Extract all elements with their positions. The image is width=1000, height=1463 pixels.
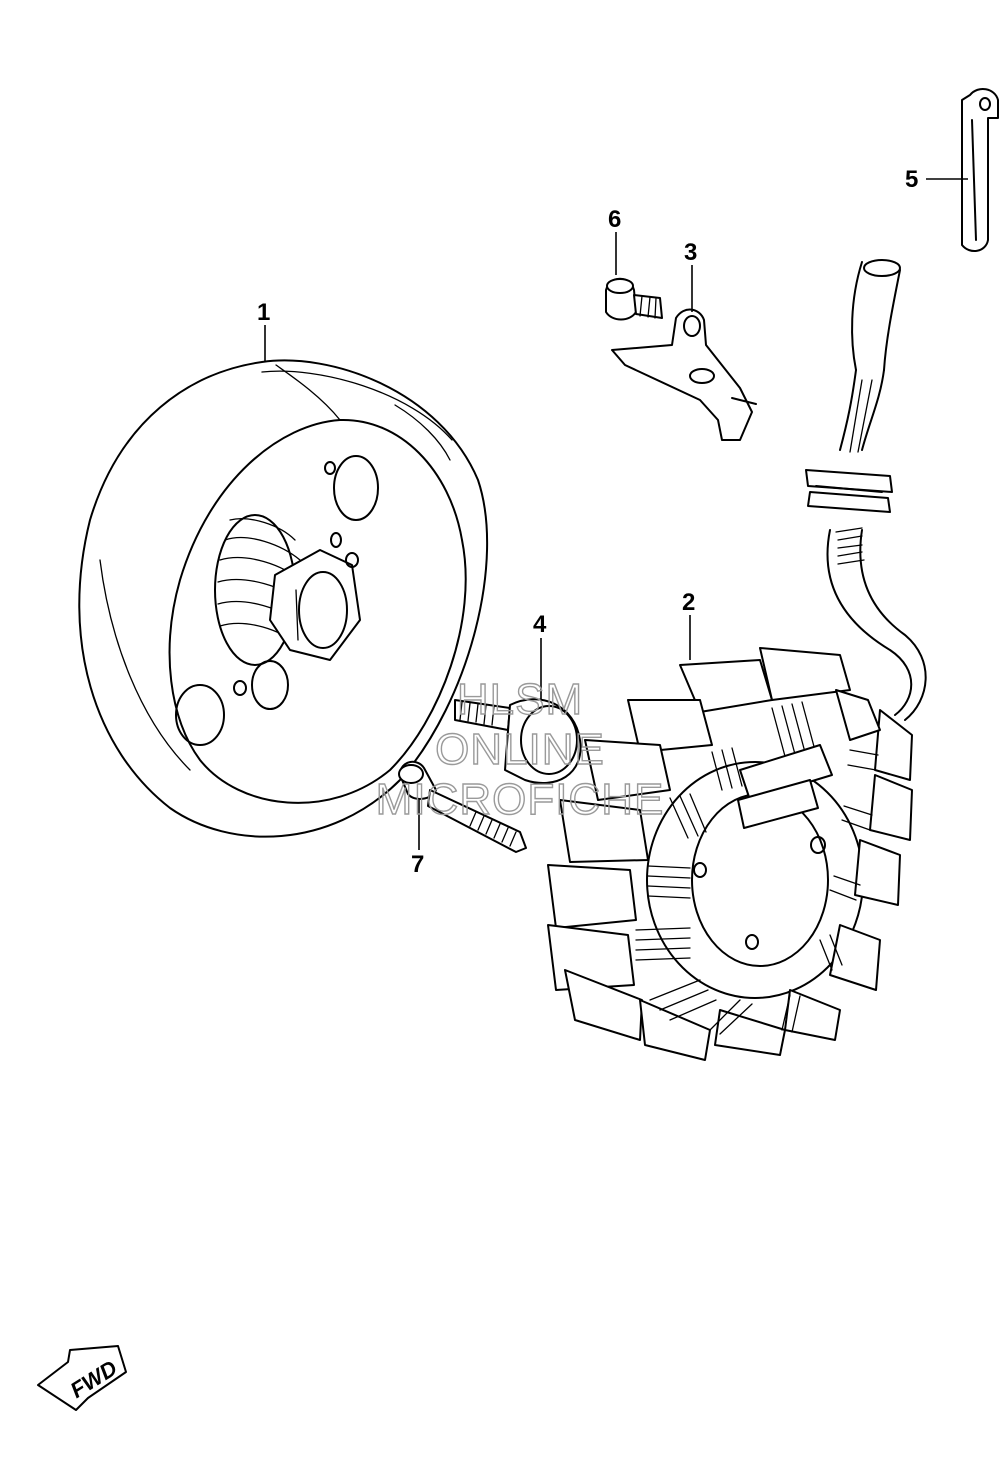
watermark-line-2: ONLINE [435, 725, 605, 774]
callout-5: 5 [905, 166, 918, 193]
watermark-line-3: MICROFICHE [376, 775, 665, 824]
fwd-arrow-icon: FWD [37, 1345, 127, 1411]
watermark-line-1: HLSM [457, 675, 583, 724]
stator-windings [635, 701, 879, 1035]
part-1-flywheel[interactable] [78, 359, 489, 838]
part-4-stud[interactable] [454, 698, 582, 785]
callout-1: 1 [257, 299, 270, 326]
callout-2: 2 [682, 589, 695, 616]
stator-poles [547, 647, 913, 1061]
wire-grommet [805, 469, 893, 513]
callout-leaders [264, 178, 968, 850]
callout-7: 7 [411, 851, 424, 878]
part-5-clamp[interactable] [961, 88, 999, 252]
callout-6: 6 [608, 206, 621, 233]
flywheel-nut [269, 549, 361, 661]
watermark: HLSM ONLINE MICROFICHE [375, 674, 665, 824]
part-2-stator[interactable] [547, 259, 927, 1061]
part-7-bolt[interactable] [398, 760, 527, 853]
part-3-bracket[interactable] [611, 308, 757, 441]
callout-4: 4 [533, 611, 547, 638]
callout-3: 3 [684, 239, 697, 266]
part-6-screw[interactable] [605, 277, 663, 321]
